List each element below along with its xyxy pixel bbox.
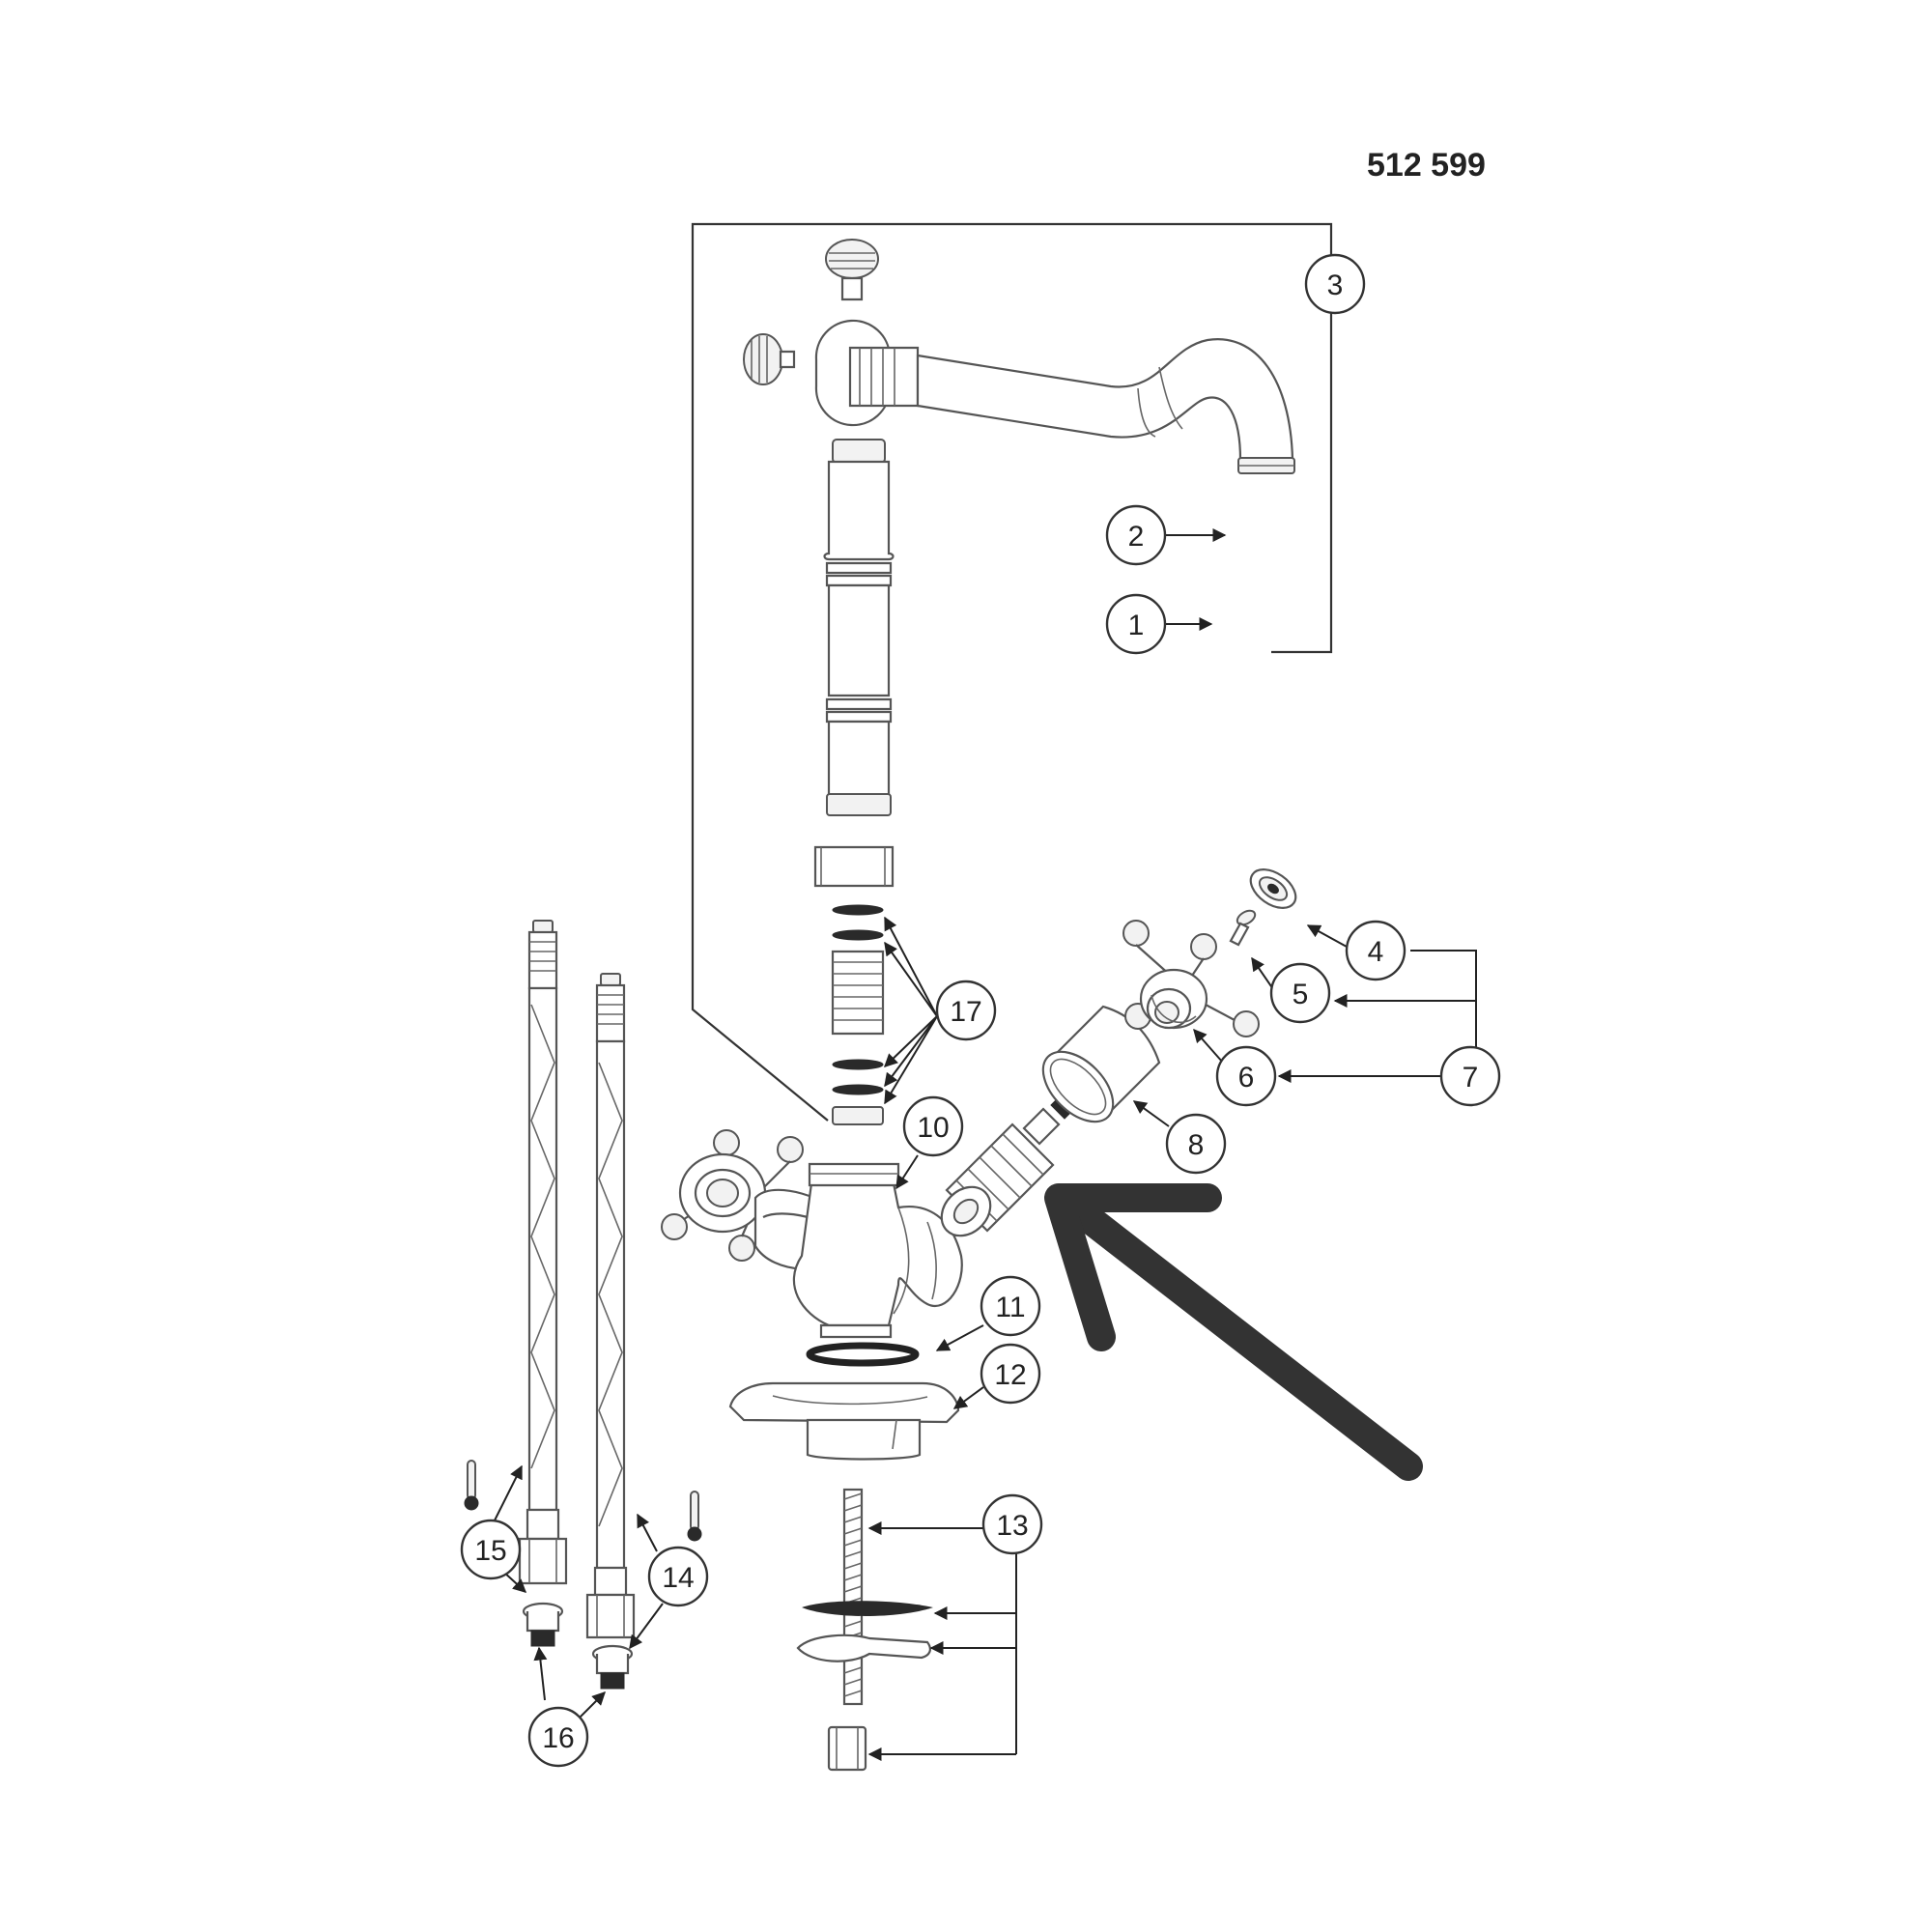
svg-text:12: 12	[994, 1359, 1026, 1391]
callout-2: 2	[1105, 504, 1167, 566]
callout-17: 17	[935, 980, 997, 1041]
part-17-orings	[831, 904, 885, 1125]
highlight-arrow	[1044, 1183, 1423, 1481]
part-15-hose	[518, 920, 568, 1585]
part-8-sleeve	[1041, 1005, 1161, 1123]
valve-cartridge	[940, 1093, 1077, 1237]
callout-11: 11	[980, 1275, 1041, 1337]
svg-text:16: 16	[542, 1722, 574, 1754]
svg-text:13: 13	[996, 1510, 1028, 1542]
callout-16: 16	[527, 1706, 589, 1768]
svg-text:1: 1	[1128, 610, 1145, 641]
svg-text:11: 11	[995, 1292, 1025, 1323]
part-number: 512 599	[1367, 147, 1486, 184]
part-5-screw	[1229, 909, 1257, 947]
callout-12: 12	[980, 1343, 1041, 1405]
column-nut	[813, 845, 895, 888]
svg-text:10: 10	[917, 1112, 949, 1144]
callout-4: 4	[1345, 920, 1406, 981]
part-16-check-valve	[591, 1644, 634, 1690]
part-4-indicator-cap	[1249, 868, 1297, 909]
callout-1: 1	[1105, 593, 1167, 655]
svg-text:5: 5	[1293, 979, 1309, 1010]
part-12-base-plate	[728, 1381, 960, 1461]
spout-side-cap	[743, 333, 796, 385]
callout-7: 7	[1439, 1045, 1501, 1107]
svg-text:8: 8	[1188, 1129, 1205, 1161]
svg-text:17: 17	[950, 996, 981, 1028]
svg-text:2: 2	[1128, 521, 1145, 553]
svg-text:3: 3	[1327, 270, 1344, 301]
callout-6: 6	[1215, 1045, 1277, 1107]
valve-body	[661, 1129, 963, 1339]
thermometer-icon	[464, 1460, 479, 1511]
riser-column	[823, 439, 895, 816]
svg-text:15: 15	[474, 1535, 506, 1567]
callout-15: 15	[460, 1519, 522, 1580]
svg-text:4: 4	[1368, 936, 1384, 968]
left-cross-handle	[661, 1129, 804, 1262]
callout-8: 8	[1165, 1113, 1227, 1175]
svg-text:6: 6	[1238, 1062, 1255, 1094]
callout-10: 10	[902, 1095, 964, 1157]
spout-top-cap	[825, 239, 879, 301]
part-16-check-valve	[522, 1602, 564, 1647]
part-13-fixing-stud	[796, 1488, 933, 1772]
svg-text:14: 14	[662, 1562, 694, 1594]
svg-text:7: 7	[1463, 1062, 1479, 1094]
group-3-bracket	[691, 222, 1333, 1122]
callout-3: 3	[1304, 253, 1366, 315]
callout-13: 13	[981, 1493, 1043, 1555]
part-6-cross-handle	[1122, 920, 1260, 1037]
callout-5: 5	[1269, 962, 1331, 1024]
part-11-gasket	[806, 1342, 920, 1367]
spout-assembly	[743, 239, 1295, 474]
thermometer-icon	[687, 1491, 702, 1542]
leader-lines	[492, 528, 1477, 1761]
callout-14: 14	[647, 1546, 709, 1607]
part-14-hose	[585, 973, 636, 1639]
